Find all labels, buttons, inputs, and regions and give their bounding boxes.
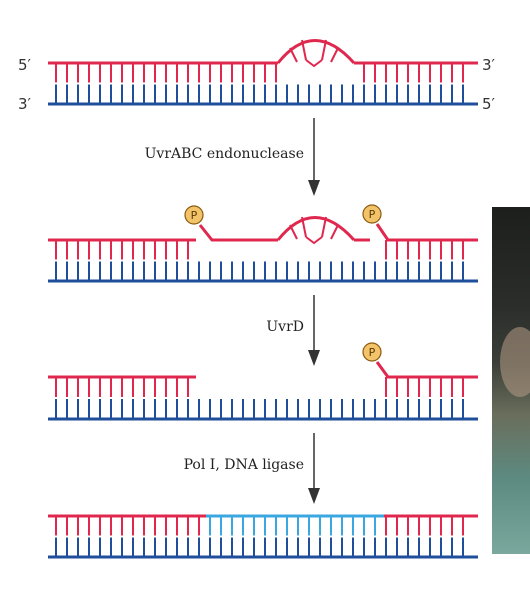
step-label-uvrd: UvrD — [266, 319, 304, 335]
label-bottom-left-3prime: 3′ — [18, 95, 32, 113]
excised-segment-left — [198, 224, 278, 242]
base-pairs — [55, 63, 464, 104]
phosphate-gap: P — [362, 342, 382, 362]
base-pairs-3 — [55, 377, 464, 419]
svg-text:P: P — [369, 208, 376, 221]
base-pairs-2 — [55, 240, 464, 281]
stage-repaired-dna — [48, 514, 478, 559]
label-bottom-right-5prime: 5′ — [482, 95, 496, 113]
step-arrow-1: UvrABC endonuclease — [145, 118, 320, 196]
stage-incised-dna: P P — [48, 204, 478, 283]
top-strand-right-segment — [375, 223, 478, 242]
step-arrow-2: UvrD — [266, 295, 320, 366]
phosphate-left: P — [184, 205, 204, 225]
svg-text:P: P — [369, 346, 376, 359]
top-strand-right-3 — [375, 361, 478, 379]
step-label-uvrabc: UvrABC endonuclease — [145, 146, 304, 162]
stage-gapped-dna: P — [48, 342, 478, 421]
thymine-dimer-bulge-2 — [276, 216, 356, 241]
step-arrow-3: Pol I, DNA ligase — [184, 433, 320, 504]
thymine-dimer-bulge — [276, 39, 356, 64]
label-top-left-5prime: 5′ — [18, 56, 32, 74]
photo-fragment — [492, 207, 530, 554]
svg-text:P: P — [191, 209, 198, 222]
thymine-dimer-bases-2 — [289, 216, 339, 245]
thymine-dimer-bases — [289, 39, 339, 68]
step-label-pol-ligase: Pol I, DNA ligase — [184, 457, 304, 473]
label-top-right-3prime: 3′ — [482, 56, 496, 74]
phosphate-right: P — [362, 204, 382, 224]
stage-damaged-dna: 5′ 3′ 3′ 5′ — [18, 39, 496, 113]
base-pairs-4 — [55, 516, 464, 557]
